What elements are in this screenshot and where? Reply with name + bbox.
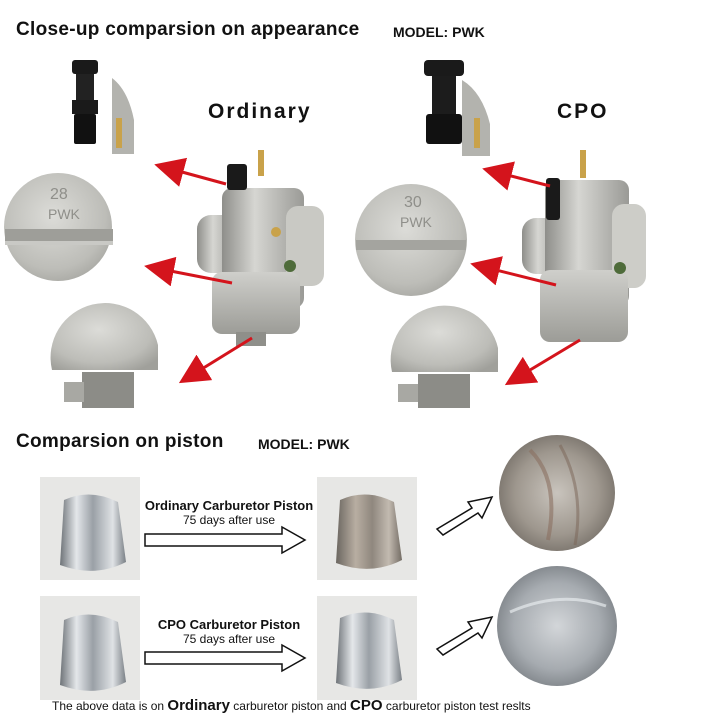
cpo-stamp-text: PWK — [400, 214, 432, 230]
ordinary-bottom-closeup — [50, 303, 159, 408]
cpo-piston-caption-title: CPO Carburetor Piston — [157, 617, 301, 632]
section2-title: Comparsion on piston — [16, 431, 224, 452]
footer-bold-ordinary: Ordinary — [167, 697, 230, 714]
ordinary-stamp-closeup — [4, 173, 113, 281]
cpo-piston-caption: CPO Carburetor Piston 75 days after use — [140, 617, 318, 646]
ordinary-piston-caption: Ordinary Carburetor Piston 75 days after… — [140, 498, 318, 527]
ordinary-stamp-text: PWK — [48, 206, 80, 222]
footer-part2: carburetor piston and — [233, 699, 347, 713]
cpo-carburetor-photo — [522, 150, 646, 342]
footer-part1: The above data is on — [52, 699, 165, 713]
cpo-piston-used-icon — [336, 612, 402, 689]
cpo-piston-caption-sub: 75 days after use — [182, 632, 276, 646]
section2-model: MODEL: PWK — [258, 436, 350, 452]
cpo-bottom-closeup — [390, 305, 498, 408]
ordinary-stamp-number: 28 — [50, 186, 68, 203]
red-arrows — [144, 157, 581, 386]
footer-bold-cpo: CPO — [350, 697, 383, 714]
ordinary-carburetor-photo — [197, 150, 324, 346]
ordinary-piston-used-icon — [336, 494, 402, 569]
cpo-piston-new-icon — [60, 614, 126, 691]
cpo-stamp-closeup — [355, 184, 467, 296]
section1-model: MODEL: PWK — [393, 24, 485, 40]
cpo-label: CPO — [557, 100, 609, 123]
footer-part3: carburetor piston test reslts — [385, 699, 531, 713]
cpo-top-closeup — [418, 58, 492, 156]
ordinary-piston-caption-title: Ordinary Carburetor Piston — [144, 498, 314, 513]
ordinary-piston-caption-sub: 75 days after use — [182, 513, 276, 527]
ordinary-label: Ordinary — [208, 100, 312, 123]
ordinary-piston-new-icon — [60, 494, 126, 571]
outline-arrows — [144, 495, 494, 673]
cpo-piston-clean-closeup — [497, 566, 617, 686]
ordinary-piston-worn-closeup — [499, 435, 615, 551]
cpo-stamp-number: 30 — [404, 194, 422, 211]
ordinary-top-closeup — [60, 58, 134, 154]
section1-title: Close-up comparsion on appearance — [16, 19, 360, 40]
footer-note: The above data is on Ordinary carburetor… — [52, 697, 531, 714]
